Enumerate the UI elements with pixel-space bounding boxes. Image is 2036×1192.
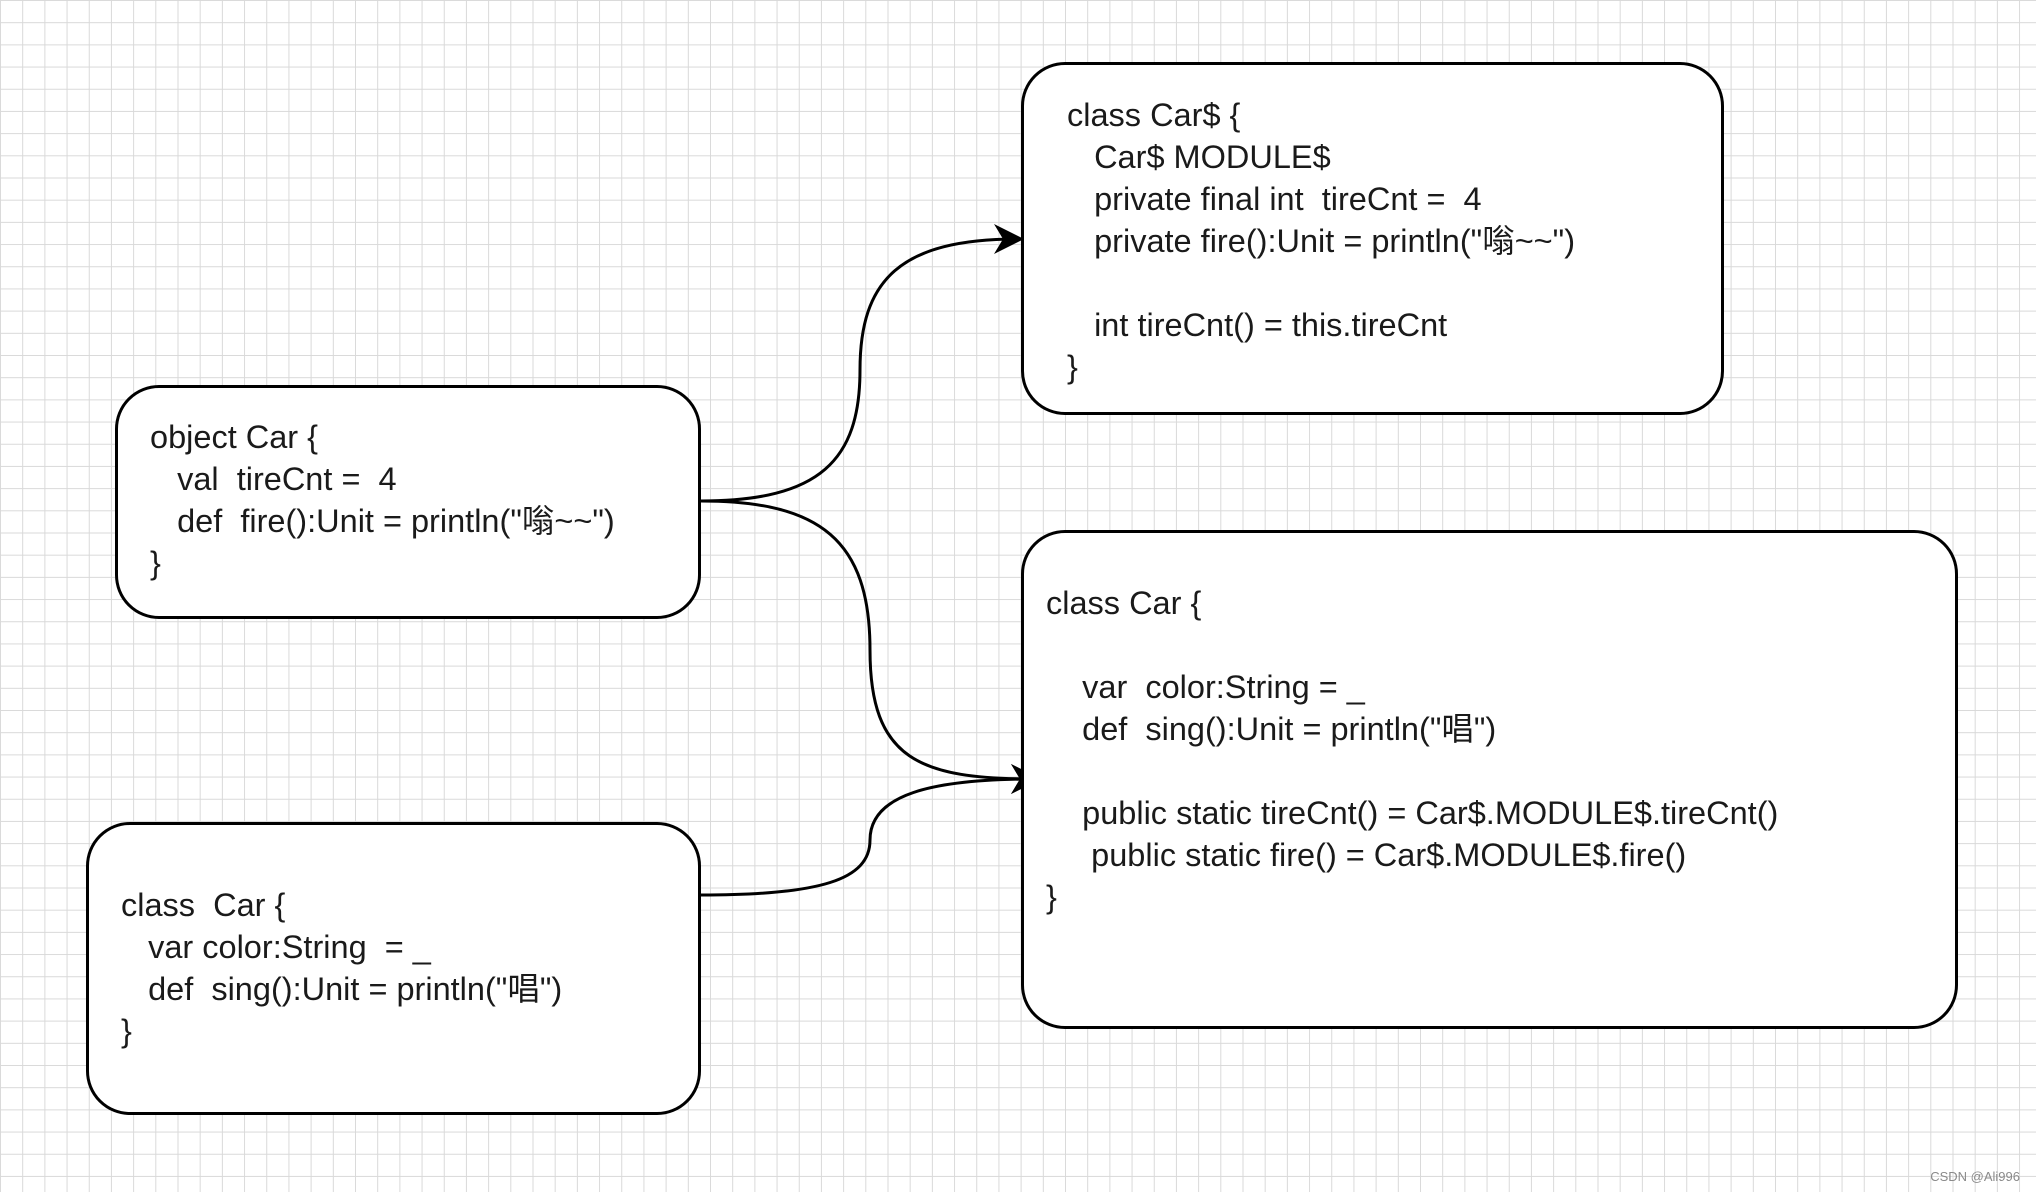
class-car-output-box (1021, 530, 1958, 1029)
class-car-dollar-line: private fire():Unit = println("嗡~~") (1067, 223, 1576, 259)
class-car-output-line: class Car { (1046, 585, 1202, 621)
object-car-code: object Car { val tireCnt = 4 def fire():… (150, 416, 615, 584)
edge-class-car-src-to-class-car-out (700, 764, 1041, 897)
class-car-dollar-line: class Car$ { (1067, 97, 1241, 133)
edge-object-car-to-class-car-out (700, 499, 1041, 794)
class-car-dollar-line: private final int tireCnt = 4 (1067, 181, 1482, 217)
class-car-source-line: var color:String = _ (121, 929, 431, 965)
object-car-box (115, 385, 701, 619)
class-car-source-box (86, 822, 701, 1115)
object-car-line: val tireCnt = 4 (150, 461, 397, 497)
object-car-line: def fire():Unit = println("嗡~~") (150, 503, 615, 539)
class-car-output-line: public static fire() = Car$.MODULE$.fire… (1046, 837, 1687, 873)
class-car-output-code: class Car { var color:String = _ def sin… (1046, 582, 1778, 918)
class-car-output-line: var color:String = _ (1046, 669, 1365, 705)
object-car-line: } (150, 545, 161, 581)
class-car-dollar-line: Car$ MODULE$ (1067, 139, 1331, 175)
class-car-dollar-box (1021, 62, 1724, 415)
class-car-output-line: def sing():Unit = println("唱") (1046, 711, 1497, 747)
class-car-source-line: class Car { (121, 887, 286, 923)
class-car-dollar-line (1067, 262, 1575, 304)
class-car-dollar-code: class Car$ { Car$ MODULE$ private final … (1067, 94, 1575, 388)
class-car-output-line: public static tireCnt() = Car$.MODULE$.t… (1046, 795, 1779, 831)
class-car-source-line: } (121, 1013, 132, 1049)
class-car-output-line (1046, 750, 1778, 792)
class-car-output-line: } (1046, 879, 1057, 915)
class-car-dollar-line: int tireCnt() = this.tireCnt (1067, 307, 1448, 343)
watermark: CSDN @Ali996 (1930, 1169, 2020, 1184)
object-car-line: object Car { (150, 419, 319, 455)
class-car-dollar-line: } (1067, 349, 1078, 385)
class-car-source-line: def sing():Unit = println("唱") (121, 971, 563, 1007)
class-car-output-line (1046, 624, 1778, 666)
edge-object-car-to-class-car-dollar (700, 224, 1024, 503)
class-car-source-code: class Car { var color:String = _ def sin… (121, 884, 562, 1052)
